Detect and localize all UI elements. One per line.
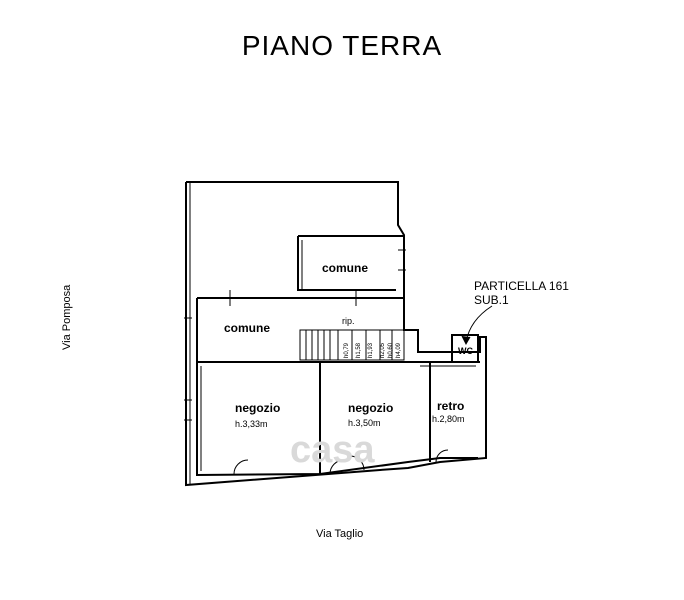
walls: [185, 181, 487, 487]
page-title: PIANO TERRA: [241, 30, 443, 61]
street-bottom: Via Taglio: [316, 528, 363, 540]
parcel-arrow: [461, 305, 493, 346]
stair-labels: h0,79 h1,58 h1,93 h2,05 h0,60 h4,09: [344, 342, 402, 358]
room-comune-top: comune: [322, 261, 368, 275]
stair-label: h4,09: [396, 342, 402, 358]
room-negozio-2-height: h.3,50m: [348, 418, 381, 428]
room-retro: retro: [437, 399, 464, 413]
room-negozio-2: negozio: [348, 401, 393, 415]
wall-detail: [184, 182, 476, 485]
parcel-label: PARTICELLA 161: [474, 279, 569, 293]
stair-label: h0,60: [388, 342, 394, 358]
room-negozio-1-height: h.3,33m: [235, 419, 268, 429]
street-left: Via Pomposa: [61, 284, 73, 350]
stair-label: h1,93: [368, 342, 374, 358]
stair-label: h2,05: [380, 342, 386, 358]
stair-label: h1,58: [356, 342, 362, 358]
parcel-sub-label: SUB.1: [474, 293, 509, 307]
room-comune-left: comune: [224, 321, 270, 335]
room-rip: rip.: [342, 316, 355, 326]
room-negozio-1: negozio: [235, 401, 280, 415]
watermark: casa: [290, 429, 375, 471]
stair-label: h0,79: [344, 342, 350, 358]
room-retro-height: h.2,80m: [432, 414, 465, 424]
room-wc: WC: [458, 346, 473, 356]
